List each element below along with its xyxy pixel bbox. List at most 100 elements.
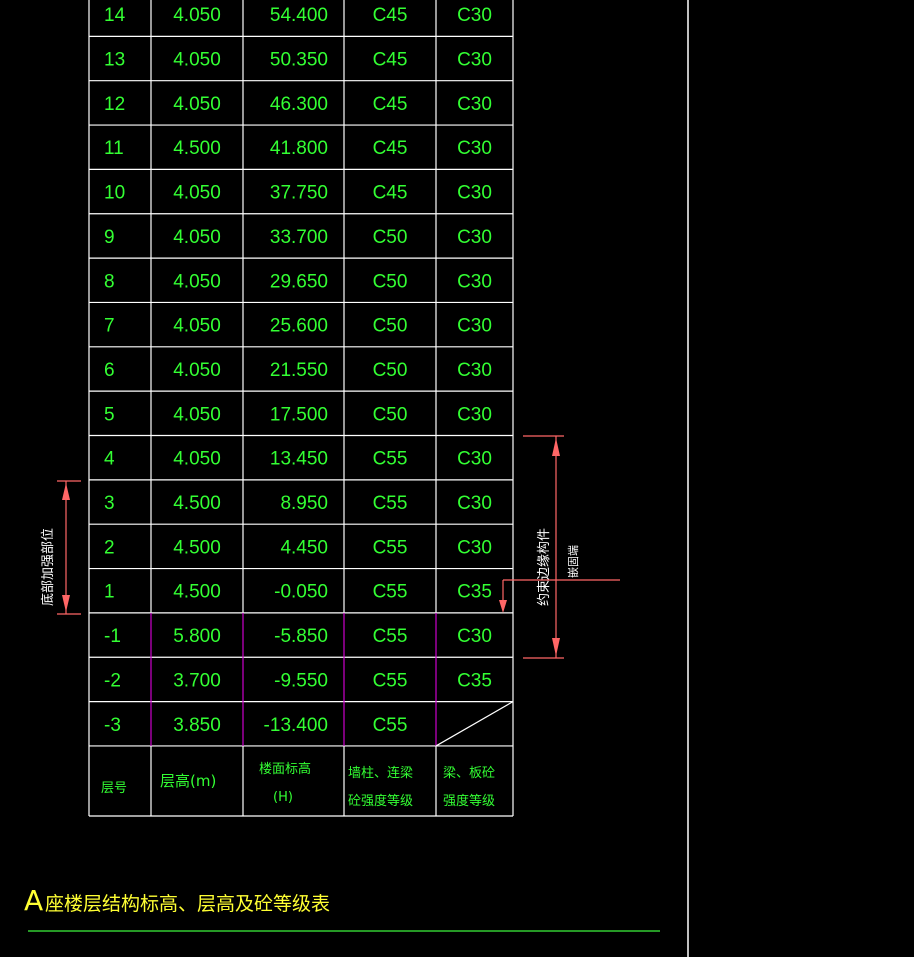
cell-beam-grade: C30 (457, 50, 492, 71)
cell-floor: -1 (104, 626, 121, 647)
header-beam-line1: 梁、板砼 (443, 766, 495, 781)
cell-beam-grade: C30 (457, 271, 492, 292)
cell-floor: 4 (104, 449, 115, 470)
right-dimension-label: 约束边缘构件 (537, 528, 552, 606)
cell-elevation: 33.700 (270, 227, 328, 248)
cell-wall-grade: C45 (373, 5, 408, 26)
cell-elevation: 50.350 (270, 50, 328, 71)
cell-beam-grade: C30 (457, 493, 492, 514)
header-elevation-line2: (H) (273, 790, 293, 805)
cell-floor: 12 (104, 94, 125, 115)
cell-elevation: 13.450 (270, 449, 328, 470)
header-beam-line2: 强度等级 (443, 793, 495, 809)
cell-wall-grade: C50 (373, 271, 408, 292)
cell-floor: 13 (104, 50, 125, 71)
cell-floor: 6 (104, 360, 115, 381)
empty-cell-diagonal (435, 701, 514, 747)
cell-floor: 11 (104, 138, 124, 159)
cell-height: 4.050 (173, 360, 221, 381)
cell-elevation: 41.800 (270, 138, 328, 159)
cell-elevation: -0.050 (274, 582, 328, 603)
header-wall-line1: 墙柱、连梁 (348, 765, 413, 781)
cell-elevation: 21.550 (270, 360, 328, 381)
cell-elevation: 54.400 (270, 5, 328, 26)
cell-wall-grade: C50 (373, 360, 408, 381)
cell-floor: -3 (104, 715, 121, 736)
cell-beam-grade: C30 (457, 183, 492, 204)
cell-wall-grade: C55 (373, 493, 408, 514)
cell-beam-grade: C30 (457, 227, 492, 248)
table-header-row: 层号 层高(m) 楼面标高 (H) 墙柱、连梁 砼强度等级 梁、板砼 强度等级 (101, 761, 495, 809)
cell-height: 4.500 (173, 537, 221, 558)
cell-beam-grade: C30 (457, 626, 492, 647)
cell-elevation: 4.450 (280, 537, 328, 558)
cell-beam-grade: C30 (457, 316, 492, 337)
header-elevation-line1: 楼面标高 (259, 761, 311, 777)
cell-beam-grade: C30 (457, 5, 492, 26)
cell-floor: 1 (104, 582, 115, 603)
cell-floor: 10 (104, 183, 125, 204)
cell-wall-grade: C55 (373, 537, 408, 558)
cell-floor: 3 (104, 493, 115, 514)
cell-height: 4.050 (173, 94, 221, 115)
cell-wall-grade: C45 (373, 183, 408, 204)
cell-floor: 8 (104, 271, 115, 292)
cell-height: 5.800 (173, 626, 221, 647)
cell-height: 4.050 (173, 449, 221, 470)
leader-label: 嵌固端 (567, 545, 580, 578)
right-dimension (499, 435, 620, 659)
cell-elevation: 17.500 (270, 404, 328, 425)
title-letter: A (24, 884, 43, 917)
cell-height: 4.500 (173, 493, 221, 514)
left-dimension-label: 底部加强部位 (40, 528, 56, 606)
cell-floor: 7 (104, 316, 115, 337)
cell-wall-grade: C45 (373, 94, 408, 115)
cell-floor: -2 (104, 670, 121, 691)
cell-height: 4.050 (173, 183, 221, 204)
cell-floor: 5 (104, 404, 115, 425)
cell-beam-grade: C35 (457, 582, 492, 603)
cell-beam-grade: C30 (457, 404, 492, 425)
cell-height: 3.700 (173, 670, 221, 691)
cell-beam-grade: C30 (457, 449, 492, 470)
cell-beam-grade: C30 (457, 138, 492, 159)
cell-elevation: -13.400 (264, 715, 328, 736)
cell-wall-grade: C45 (373, 50, 408, 71)
cell-height: 3.850 (173, 715, 221, 736)
header-height: 层高(m) (160, 772, 216, 790)
cell-height: 4.050 (173, 316, 221, 337)
cell-wall-grade: C55 (373, 449, 408, 470)
cell-elevation: 8.950 (280, 493, 328, 514)
cell-floor: 14 (104, 5, 126, 26)
cell-height: 4.050 (173, 227, 221, 248)
cell-wall-grade: C55 (373, 582, 408, 603)
cell-floor: 2 (104, 537, 115, 558)
cell-wall-grade: C45 (373, 138, 408, 159)
cell-elevation: 46.300 (270, 94, 328, 115)
cell-wall-grade: C50 (373, 227, 408, 248)
cell-elevation: -9.550 (274, 670, 328, 691)
table-title: 座楼层结构标高、层高及砼等级表 (45, 893, 330, 915)
cell-height: 4.500 (173, 138, 221, 159)
cell-wall-grade: C50 (373, 316, 408, 337)
cell-elevation: -5.850 (274, 626, 328, 647)
cell-height: 4.050 (173, 271, 221, 292)
cell-beam-grade: C30 (457, 537, 492, 558)
cell-beam-grade: C30 (457, 94, 492, 115)
cell-height: 4.050 (173, 404, 221, 425)
cell-wall-grade: C55 (373, 626, 408, 647)
cell-elevation: 29.650 (270, 271, 328, 292)
cell-wall-grade: C50 (373, 404, 408, 425)
cell-elevation: 25.600 (270, 316, 328, 337)
header-floor: 层号 (101, 781, 127, 796)
left-dimension (57, 480, 81, 615)
cell-beam-grade: C30 (457, 360, 492, 381)
elevation-table-grid (88, 0, 514, 817)
cell-wall-grade: C55 (373, 715, 408, 736)
cell-beam-grade: C35 (457, 670, 492, 691)
header-wall-line2: 砼强度等级 (348, 793, 413, 809)
cell-height: 4.050 (173, 50, 221, 71)
cell-height: 4.050 (173, 5, 221, 26)
